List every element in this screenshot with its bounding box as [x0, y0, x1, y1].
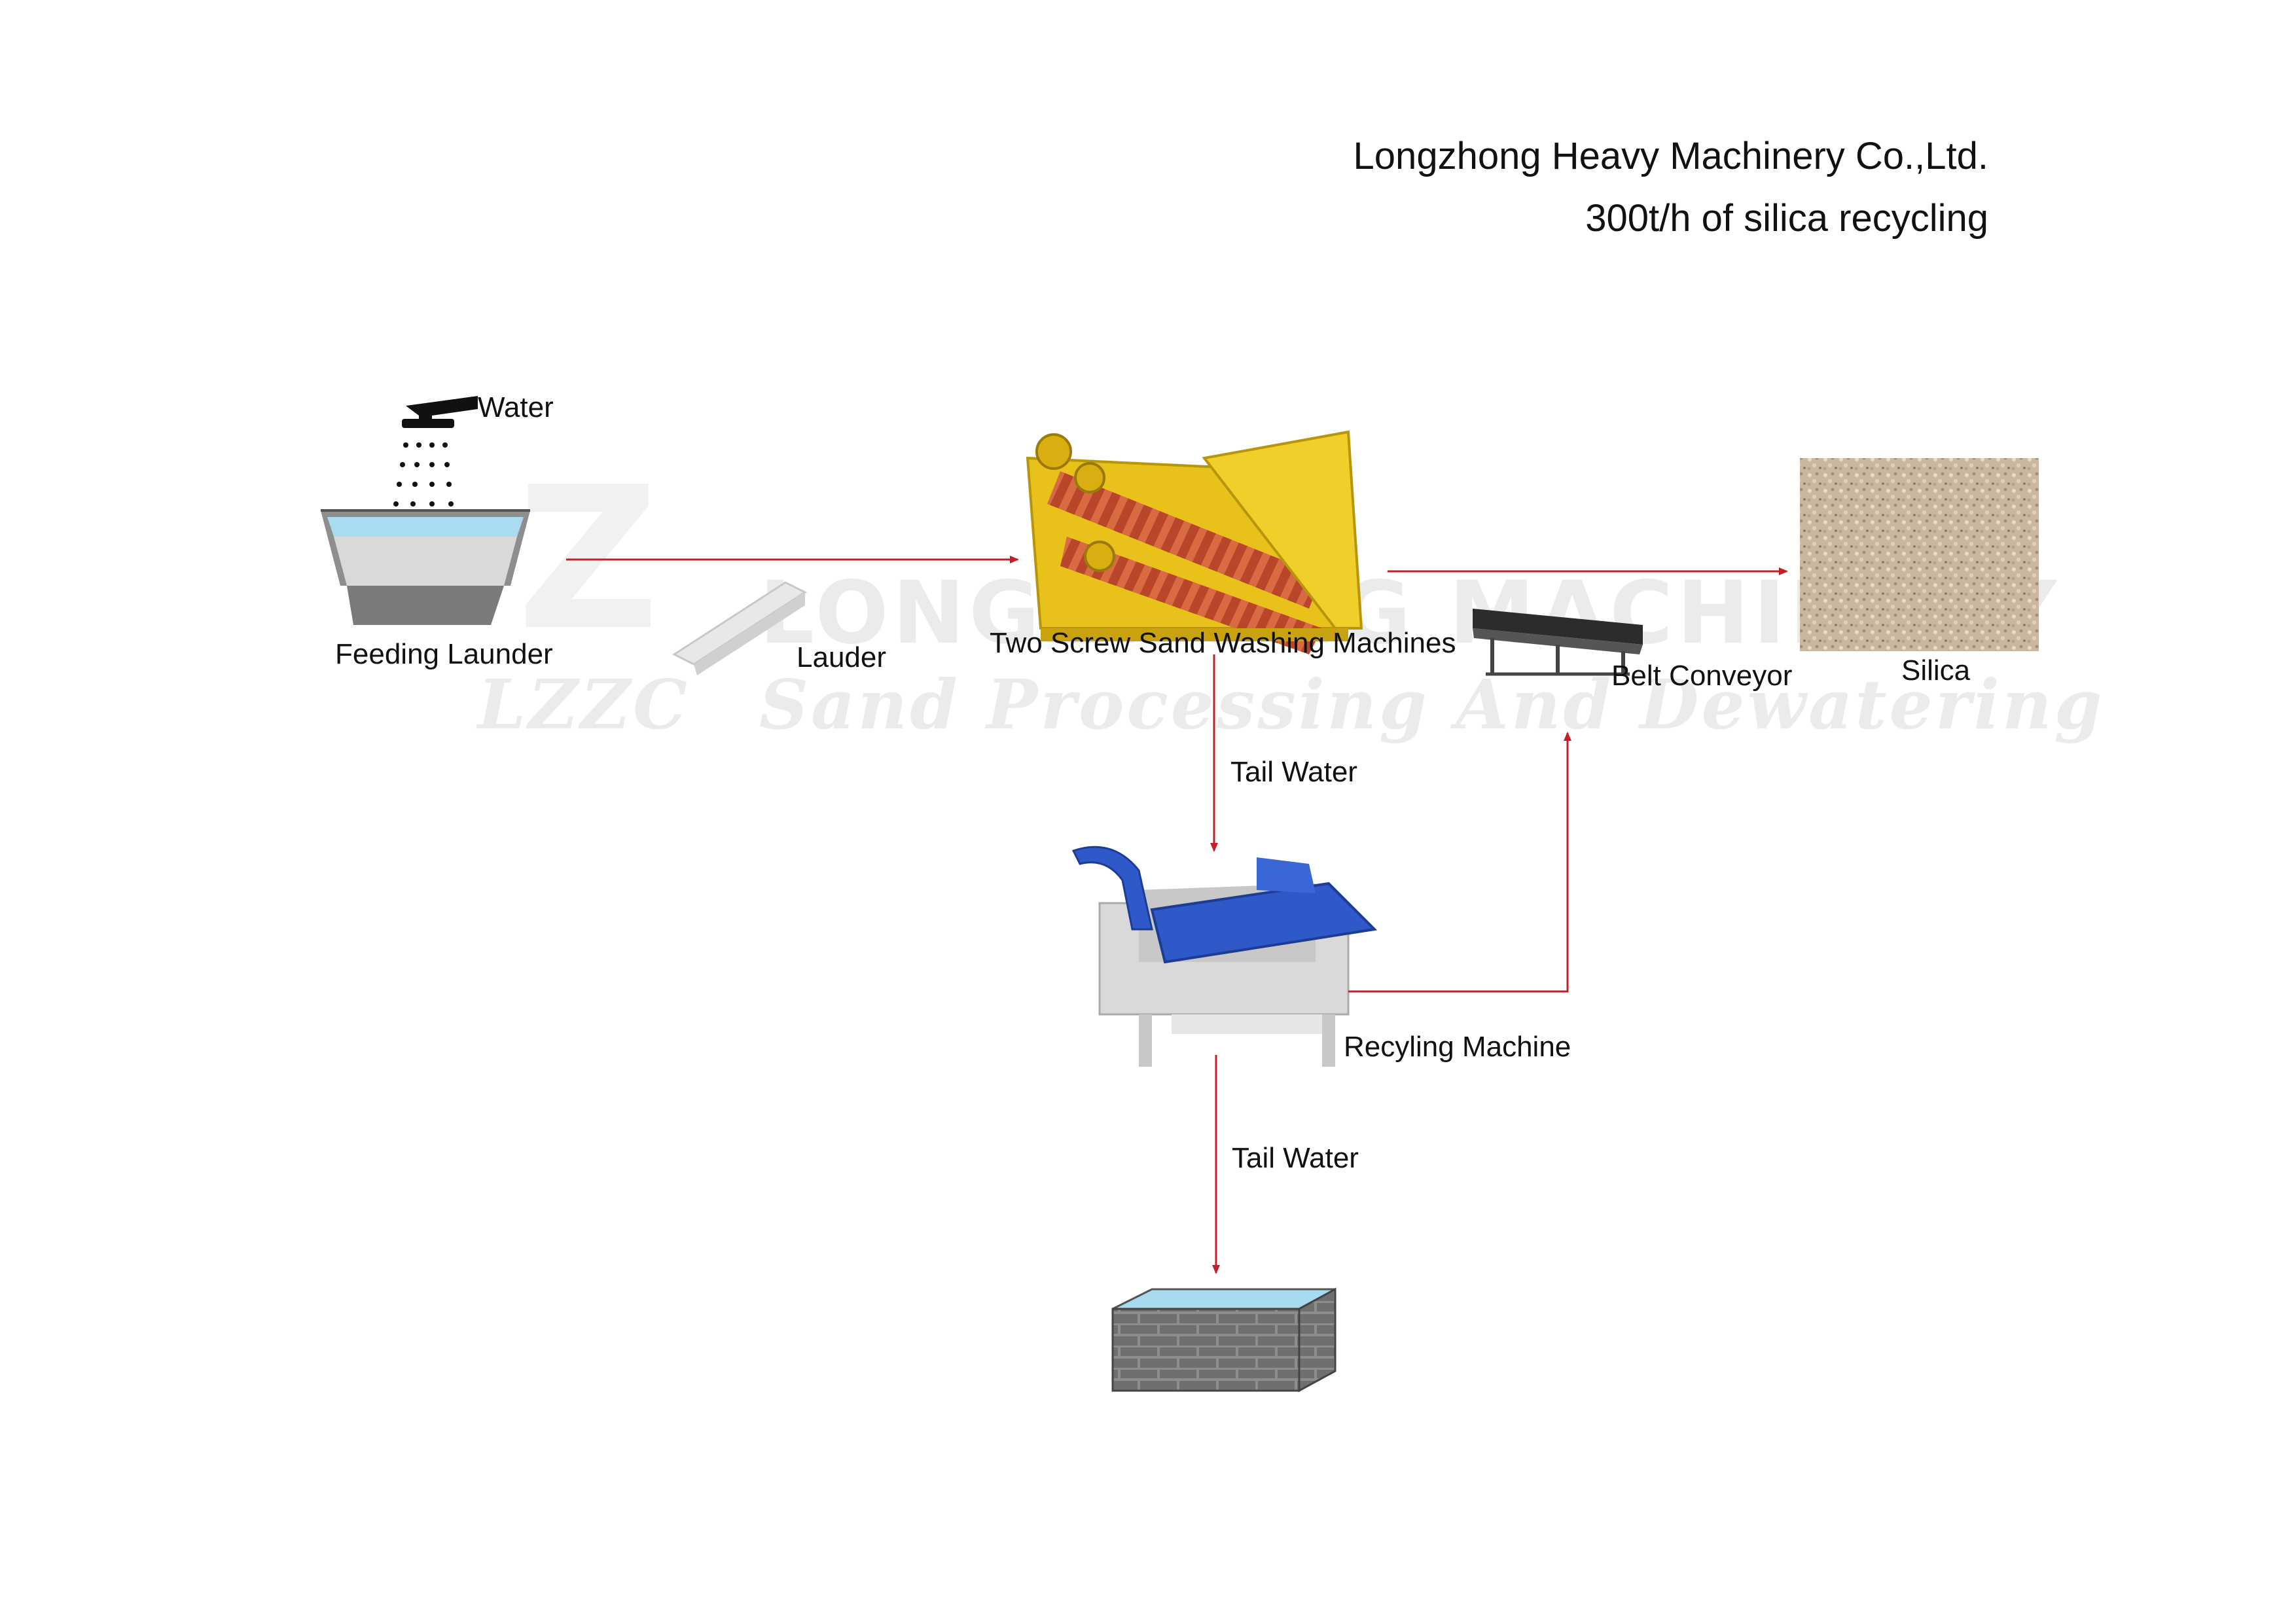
label-feeding-launder: Feeding Launder [335, 638, 553, 670]
belt-conveyor [1473, 609, 1643, 676]
label-belt-conveyor: Belt Conveyor [1611, 660, 1793, 692]
label-recycling-machine: Recyling Machine [1344, 1031, 1571, 1063]
label-lauder: Lauder [797, 641, 887, 673]
arrow-recycler-to-conveyor [1348, 732, 1571, 993]
silica-product-image [1800, 458, 2039, 651]
label-washing-machines: Two Screw Sand Washing Machines [990, 627, 1456, 659]
screw-sand-washer [1026, 430, 1363, 654]
fine-sand-recycling-machine [1071, 846, 1378, 1067]
label-tail-water-1: Tail Water [1230, 756, 1357, 788]
label-water: Water [478, 391, 554, 423]
flow-arrows [566, 556, 1788, 1274]
watermark-brand: LZZC [478, 664, 690, 745]
label-silica: Silica [1901, 654, 1971, 687]
label-tail-water-2: Tail Water [1232, 1142, 1359, 1174]
feeding-launder-hopper [321, 509, 530, 625]
company-title: Longzhong Heavy Machinery Co.,Ltd. [1353, 135, 1988, 177]
lauder-trough [672, 581, 808, 675]
diagram-subtitle: 300t/h of silica recycling [1585, 197, 1988, 240]
sedimentation-tank [1111, 1287, 1336, 1393]
watermark-tagline: Sand Processing And Dewatering [759, 664, 2105, 745]
